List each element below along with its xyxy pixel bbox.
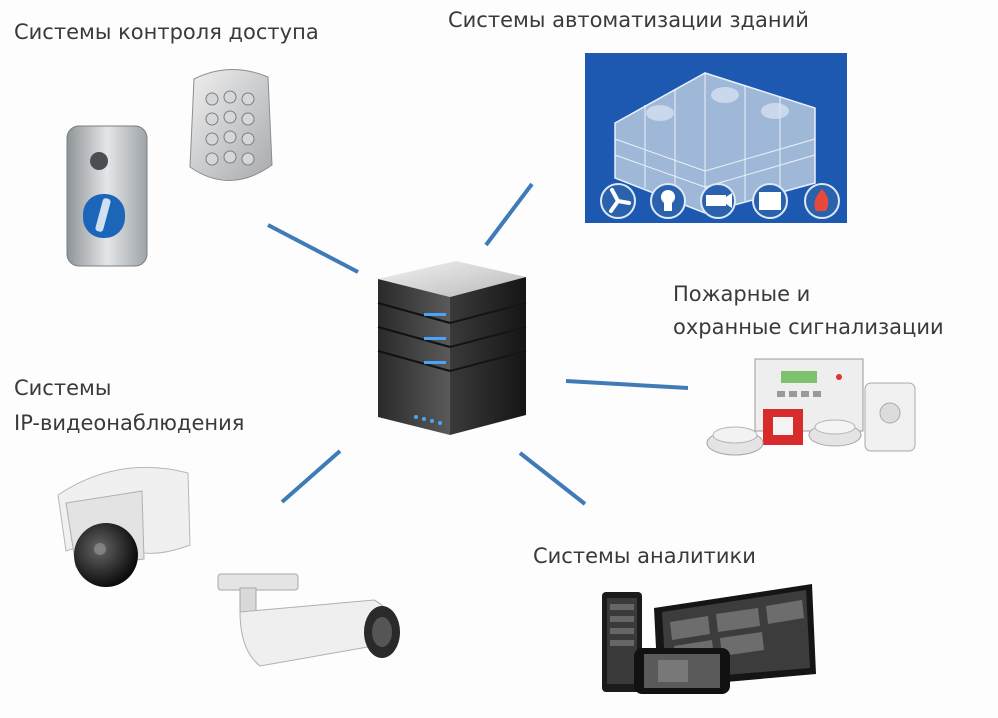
link-cctv xyxy=(280,449,342,504)
dome-camera-icon xyxy=(48,455,198,595)
fan-icon xyxy=(600,183,636,219)
automation-icons-row xyxy=(598,181,848,221)
label-fire-alarm-line1: Пожарные и xyxy=(673,282,811,306)
call-point-icon xyxy=(763,409,803,445)
label-building-automation: Системы автоматизации зданий xyxy=(448,8,809,32)
door-reader-icon xyxy=(63,124,153,269)
label-fire-alarm-line2: охранные сигнализации xyxy=(673,315,944,339)
link-building-automation xyxy=(484,182,534,247)
analytics-devices xyxy=(598,582,820,700)
label-cctv-line1: Системы xyxy=(14,376,112,400)
link-analytics xyxy=(518,451,587,506)
fire-icon xyxy=(804,183,840,219)
link-fire-alarm xyxy=(565,379,689,390)
keypad-icon xyxy=(184,67,276,192)
device-icon xyxy=(752,183,788,219)
motion-sensor-icon xyxy=(864,382,916,452)
label-analytics: Системы аналитики xyxy=(533,544,756,568)
smoke-detector-icon xyxy=(706,419,862,456)
lightbulb-icon xyxy=(650,183,686,219)
fire-alarm-devices xyxy=(705,355,920,470)
server-icon xyxy=(370,257,550,437)
camera-icon xyxy=(700,183,736,219)
phone-icon xyxy=(634,648,730,694)
bullet-camera-icon xyxy=(214,570,406,680)
link-access-control xyxy=(267,223,359,274)
label-access-control: Системы контроля доступа xyxy=(14,20,319,44)
label-cctv-line2: IP-видеонаблюдения xyxy=(14,411,245,435)
